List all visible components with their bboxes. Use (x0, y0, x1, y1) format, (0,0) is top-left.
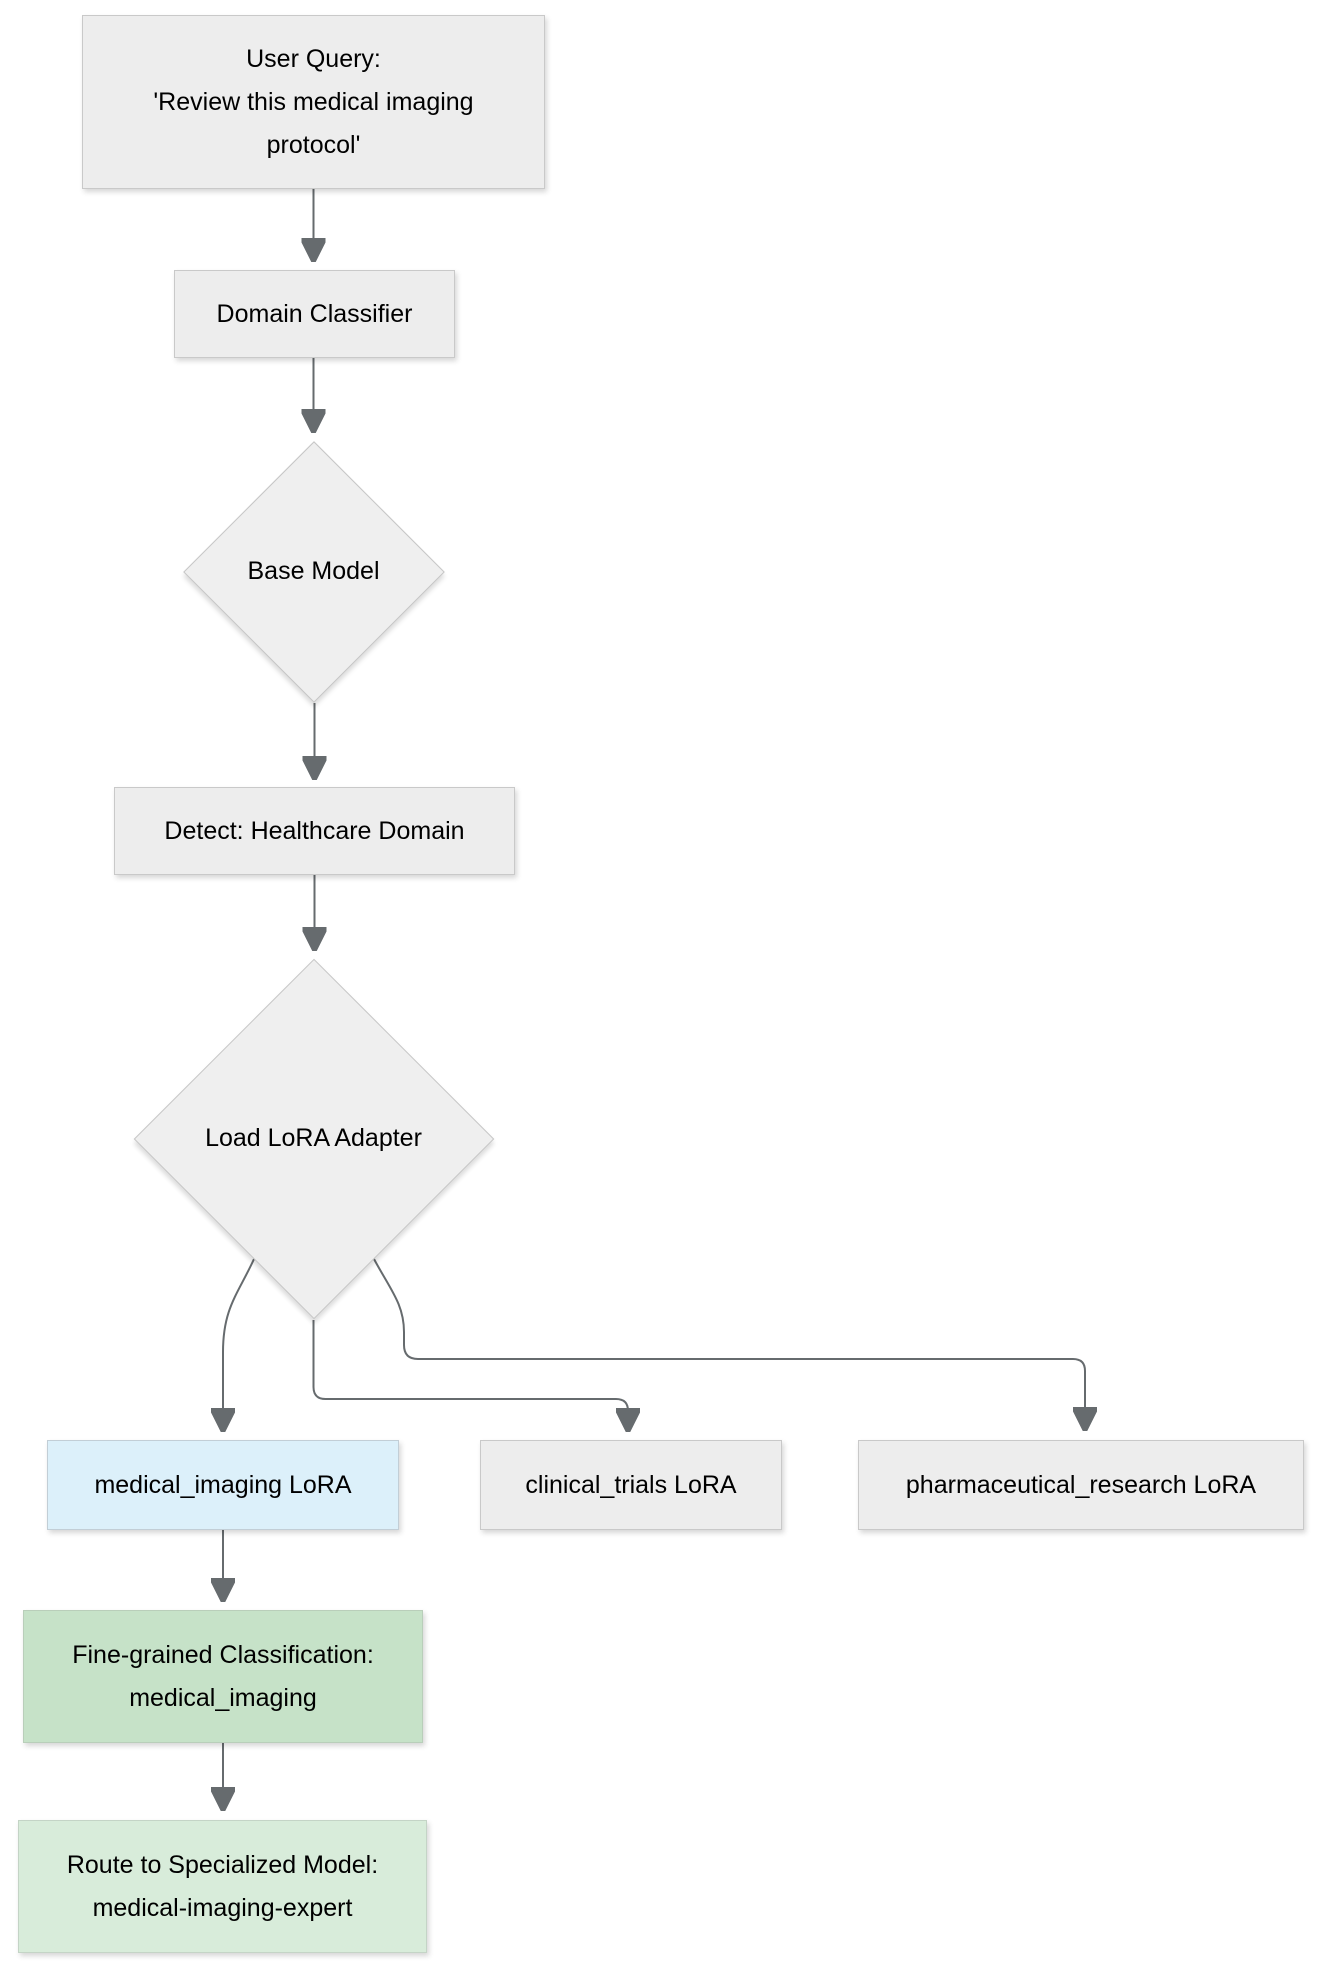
node-domain-classifier: Domain Classifier (174, 270, 455, 358)
node-fine-grained-line2: medical_imaging (129, 1683, 317, 1712)
node-user-query-line2: 'Review this medical imaging (153, 87, 474, 116)
node-user-query: User Query: 'Review this medical imaging… (82, 15, 545, 189)
node-clinical-trials-lora: clinical_trials LoRA (480, 1440, 782, 1530)
node-medical-imaging-lora-label: medical_imaging LoRA (94, 1470, 352, 1499)
node-pharmaceutical-research-lora: pharmaceutical_research LoRA (858, 1440, 1304, 1530)
node-route-line1: Route to Specialized Model: (66, 1850, 379, 1879)
node-medical-imaging-lora: medical_imaging LoRA (47, 1440, 399, 1530)
node-base-model-label: Base Model (247, 557, 380, 585)
node-fine-grained-line1: Fine-grained Classification: (72, 1640, 374, 1669)
node-domain-classifier-label: Domain Classifier (216, 299, 413, 328)
node-load-lora-adapter: Load LoRA Adapter (133, 958, 494, 1319)
node-clinical-trials-lora-label: clinical_trials LoRA (525, 1470, 737, 1499)
node-detect-healthcare-label: Detect: Healthcare Domain (164, 816, 465, 845)
node-base-model: Base Model (182, 440, 445, 703)
node-pharmaceutical-research-lora-label: pharmaceutical_research LoRA (905, 1470, 1257, 1499)
edge-loadlora-to-pharmaceutical (373, 1258, 1085, 1429)
node-route-to-specialized: Route to Specialized Model: medical-imag… (18, 1820, 427, 1953)
node-fine-grained-classification: Fine-grained Classification: medical_ima… (23, 1610, 423, 1743)
node-load-lora-adapter-label: Load LoRA Adapter (205, 1124, 422, 1152)
edge-loadlora-to-medicalimaging (223, 1258, 255, 1430)
node-user-query-line3: protocol' (266, 130, 361, 159)
node-user-query-line1: User Query: (246, 44, 381, 73)
node-route-line2: medical-imaging-expert (92, 1893, 353, 1922)
edge-loadlora-to-clinicaltrials (312, 1320, 629, 1430)
node-detect-healthcare: Detect: Healthcare Domain (114, 787, 515, 875)
